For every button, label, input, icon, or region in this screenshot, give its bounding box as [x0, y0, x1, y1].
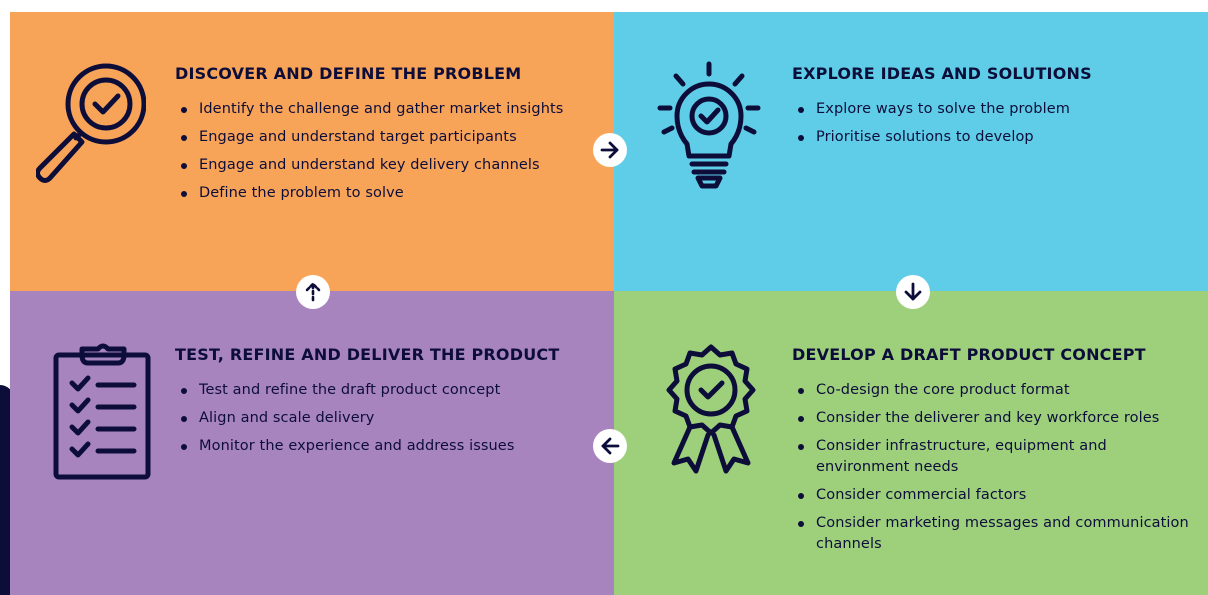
- list-item: Engage and understand key delivery chann…: [177, 155, 597, 176]
- stage-bullet-list: Co-design the core product format Consid…: [794, 380, 1204, 562]
- award-badge-icon: [666, 344, 756, 474]
- list-item: Engage and understand target participant…: [177, 127, 597, 148]
- stage-title: TEST, REFINE AND DELIVER THE PRODUCT: [175, 345, 560, 364]
- arrow-right-icon: [593, 133, 627, 167]
- magnifier-check-icon: [36, 63, 146, 183]
- list-item: Prioritise solutions to develop: [794, 127, 1194, 148]
- stage-title: EXPLORE IDEAS AND SOLUTIONS: [792, 64, 1092, 83]
- list-item: Test and refine the draft product concep…: [177, 380, 597, 401]
- stage-develop-panel: DEVELOP A DRAFT PRODUCT CONCEPT Co-desig…: [614, 291, 1208, 595]
- stage-explore-panel: EXPLORE IDEAS AND SOLUTIONS Explore ways…: [614, 12, 1208, 291]
- lightbulb-check-icon: [657, 61, 761, 189]
- list-item: Align and scale delivery: [177, 408, 597, 429]
- list-item: Consider commercial factors: [794, 485, 1204, 506]
- list-item: Identify the challenge and gather market…: [177, 99, 597, 120]
- arrow-down-icon: [896, 275, 930, 309]
- stage-bullet-list: Test and refine the draft product concep…: [177, 380, 597, 464]
- list-item: Consider the deliverer and key workforce…: [794, 408, 1204, 429]
- stage-bullet-list: Identify the challenge and gather market…: [177, 99, 597, 211]
- list-item: Monitor the experience and address issue…: [177, 436, 597, 457]
- list-item: Define the problem to solve: [177, 183, 597, 204]
- list-item: Co-design the core product format: [794, 380, 1204, 401]
- stage-test-panel: TEST, REFINE AND DELIVER THE PRODUCT Tes…: [10, 291, 614, 595]
- stage-title: DEVELOP A DRAFT PRODUCT CONCEPT: [792, 345, 1146, 364]
- stage-title: DISCOVER AND DEFINE THE PROBLEM: [175, 64, 522, 83]
- list-item: Consider marketing messages and communic…: [794, 513, 1204, 555]
- list-item: Explore ways to solve the problem: [794, 99, 1194, 120]
- stage-discover-panel: DISCOVER AND DEFINE THE PROBLEM Identify…: [10, 12, 614, 291]
- clipboard-checklist-icon: [53, 343, 151, 480]
- arrow-up-dashed-icon: [296, 275, 330, 309]
- arrow-left-icon: [593, 429, 627, 463]
- list-item: Consider infrastructure, equipment and e…: [794, 436, 1204, 478]
- stage-bullet-list: Explore ways to solve the problem Priori…: [794, 99, 1194, 155]
